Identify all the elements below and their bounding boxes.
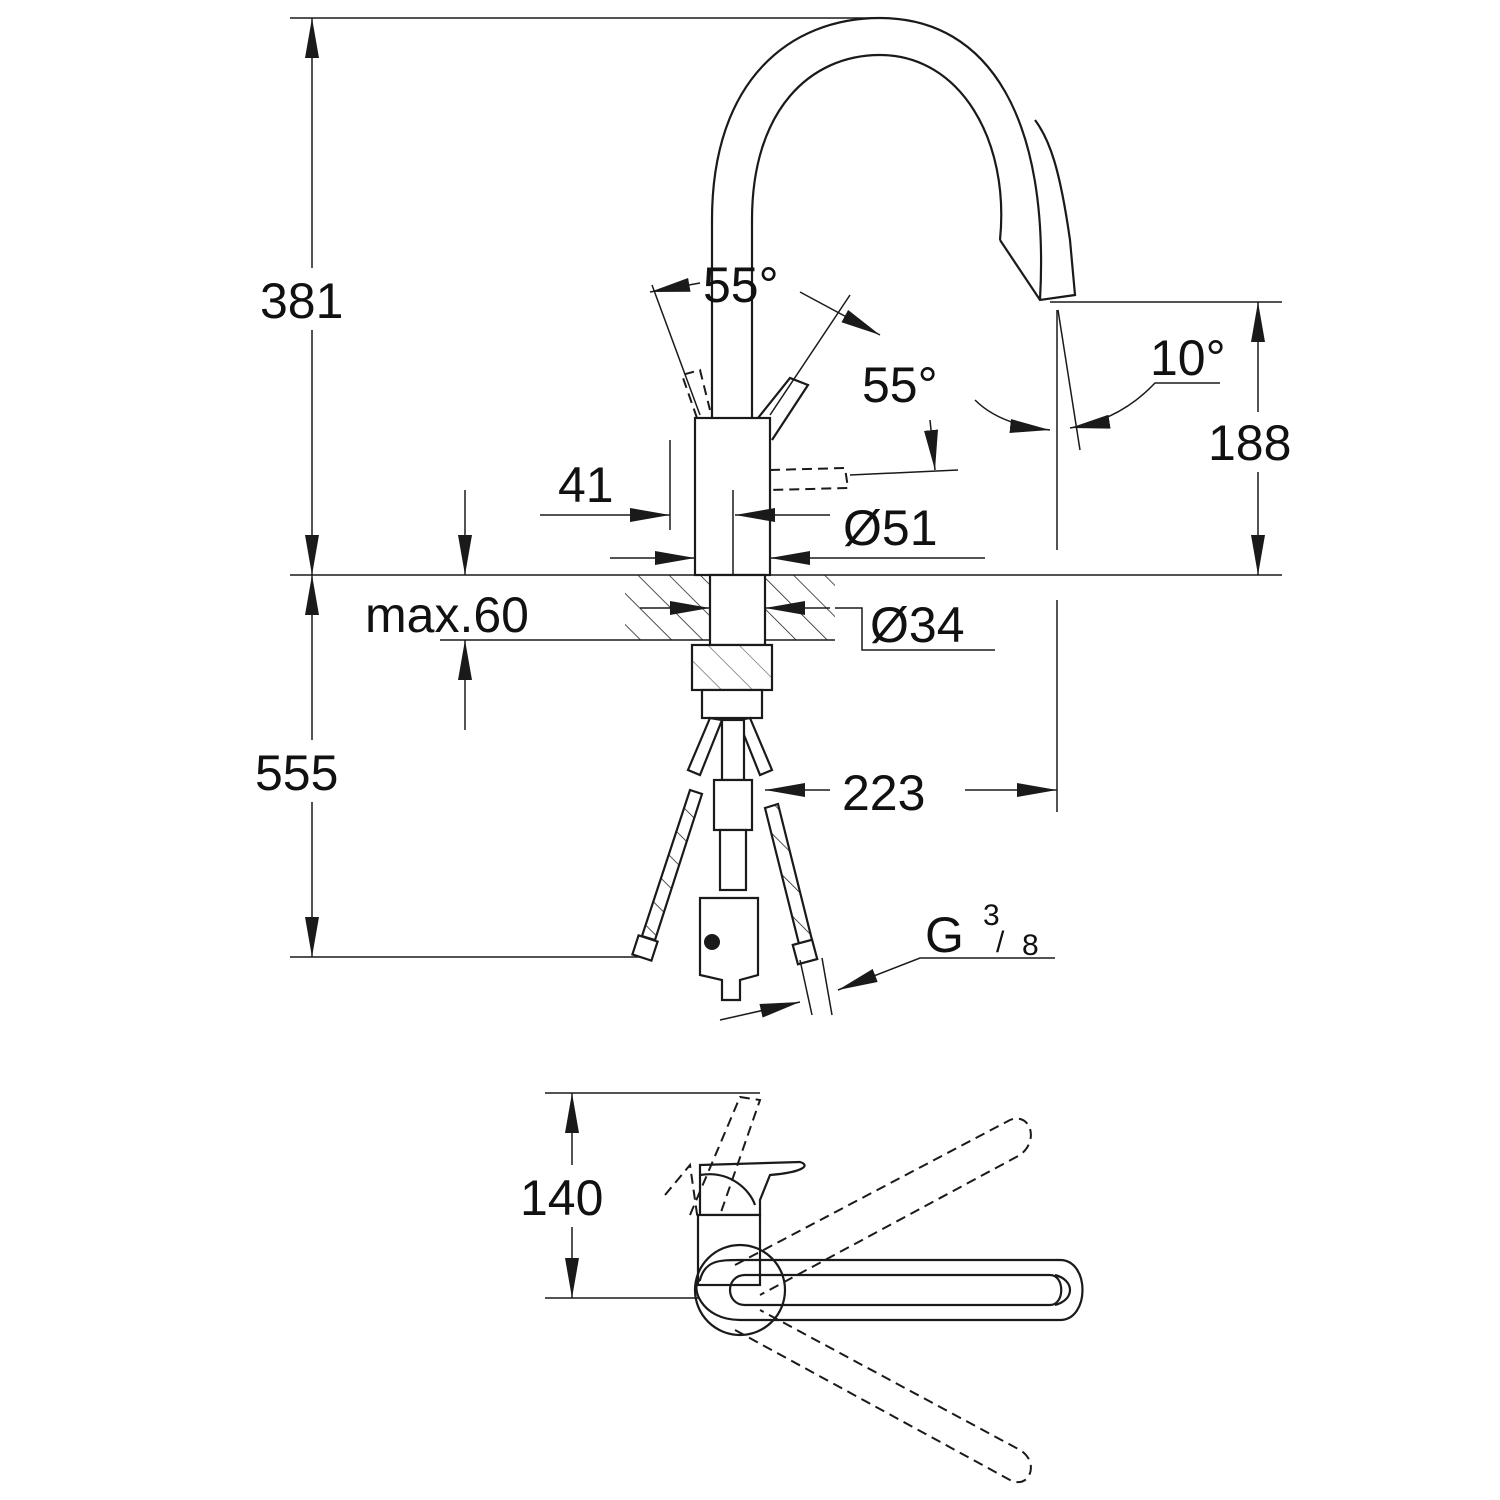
thread-slash: / xyxy=(996,926,1005,959)
lever-angle-dimension xyxy=(649,278,959,476)
hoses-and-fittings xyxy=(631,643,833,1016)
top-view xyxy=(515,1092,1084,1483)
dim-381: 381 xyxy=(260,273,343,329)
countertop-section xyxy=(440,490,995,730)
thread-dimension xyxy=(719,957,1055,1021)
thread-numerator: 3 xyxy=(983,899,1000,932)
body-width-dimensions xyxy=(540,440,985,565)
dim-140: 140 xyxy=(520,1170,603,1226)
dim-diameter-51: Ø51 xyxy=(843,500,938,556)
thread-denominator: 8 xyxy=(1022,929,1039,962)
reach-dimension xyxy=(765,600,1058,812)
dim-max-60: max.60 xyxy=(365,587,529,643)
dim-188: 188 xyxy=(1208,415,1291,471)
height-dimension xyxy=(250,18,370,957)
angle-10: 10° xyxy=(1150,330,1226,386)
faucet-body xyxy=(680,368,850,700)
thread-g: G xyxy=(925,907,964,963)
angle-55-right: 55° xyxy=(862,357,938,413)
reference-lines xyxy=(290,17,1282,958)
dim-41: 41 xyxy=(558,457,614,513)
dim-555: 555 xyxy=(255,745,338,801)
spray-angle-dimension xyxy=(974,309,1220,550)
dim-diameter-34: Ø34 xyxy=(870,597,965,653)
spout-height-dimension xyxy=(1205,302,1315,575)
spout xyxy=(710,16,1077,420)
dim-223: 223 xyxy=(842,765,925,821)
angle-55-left: 55° xyxy=(703,257,779,313)
